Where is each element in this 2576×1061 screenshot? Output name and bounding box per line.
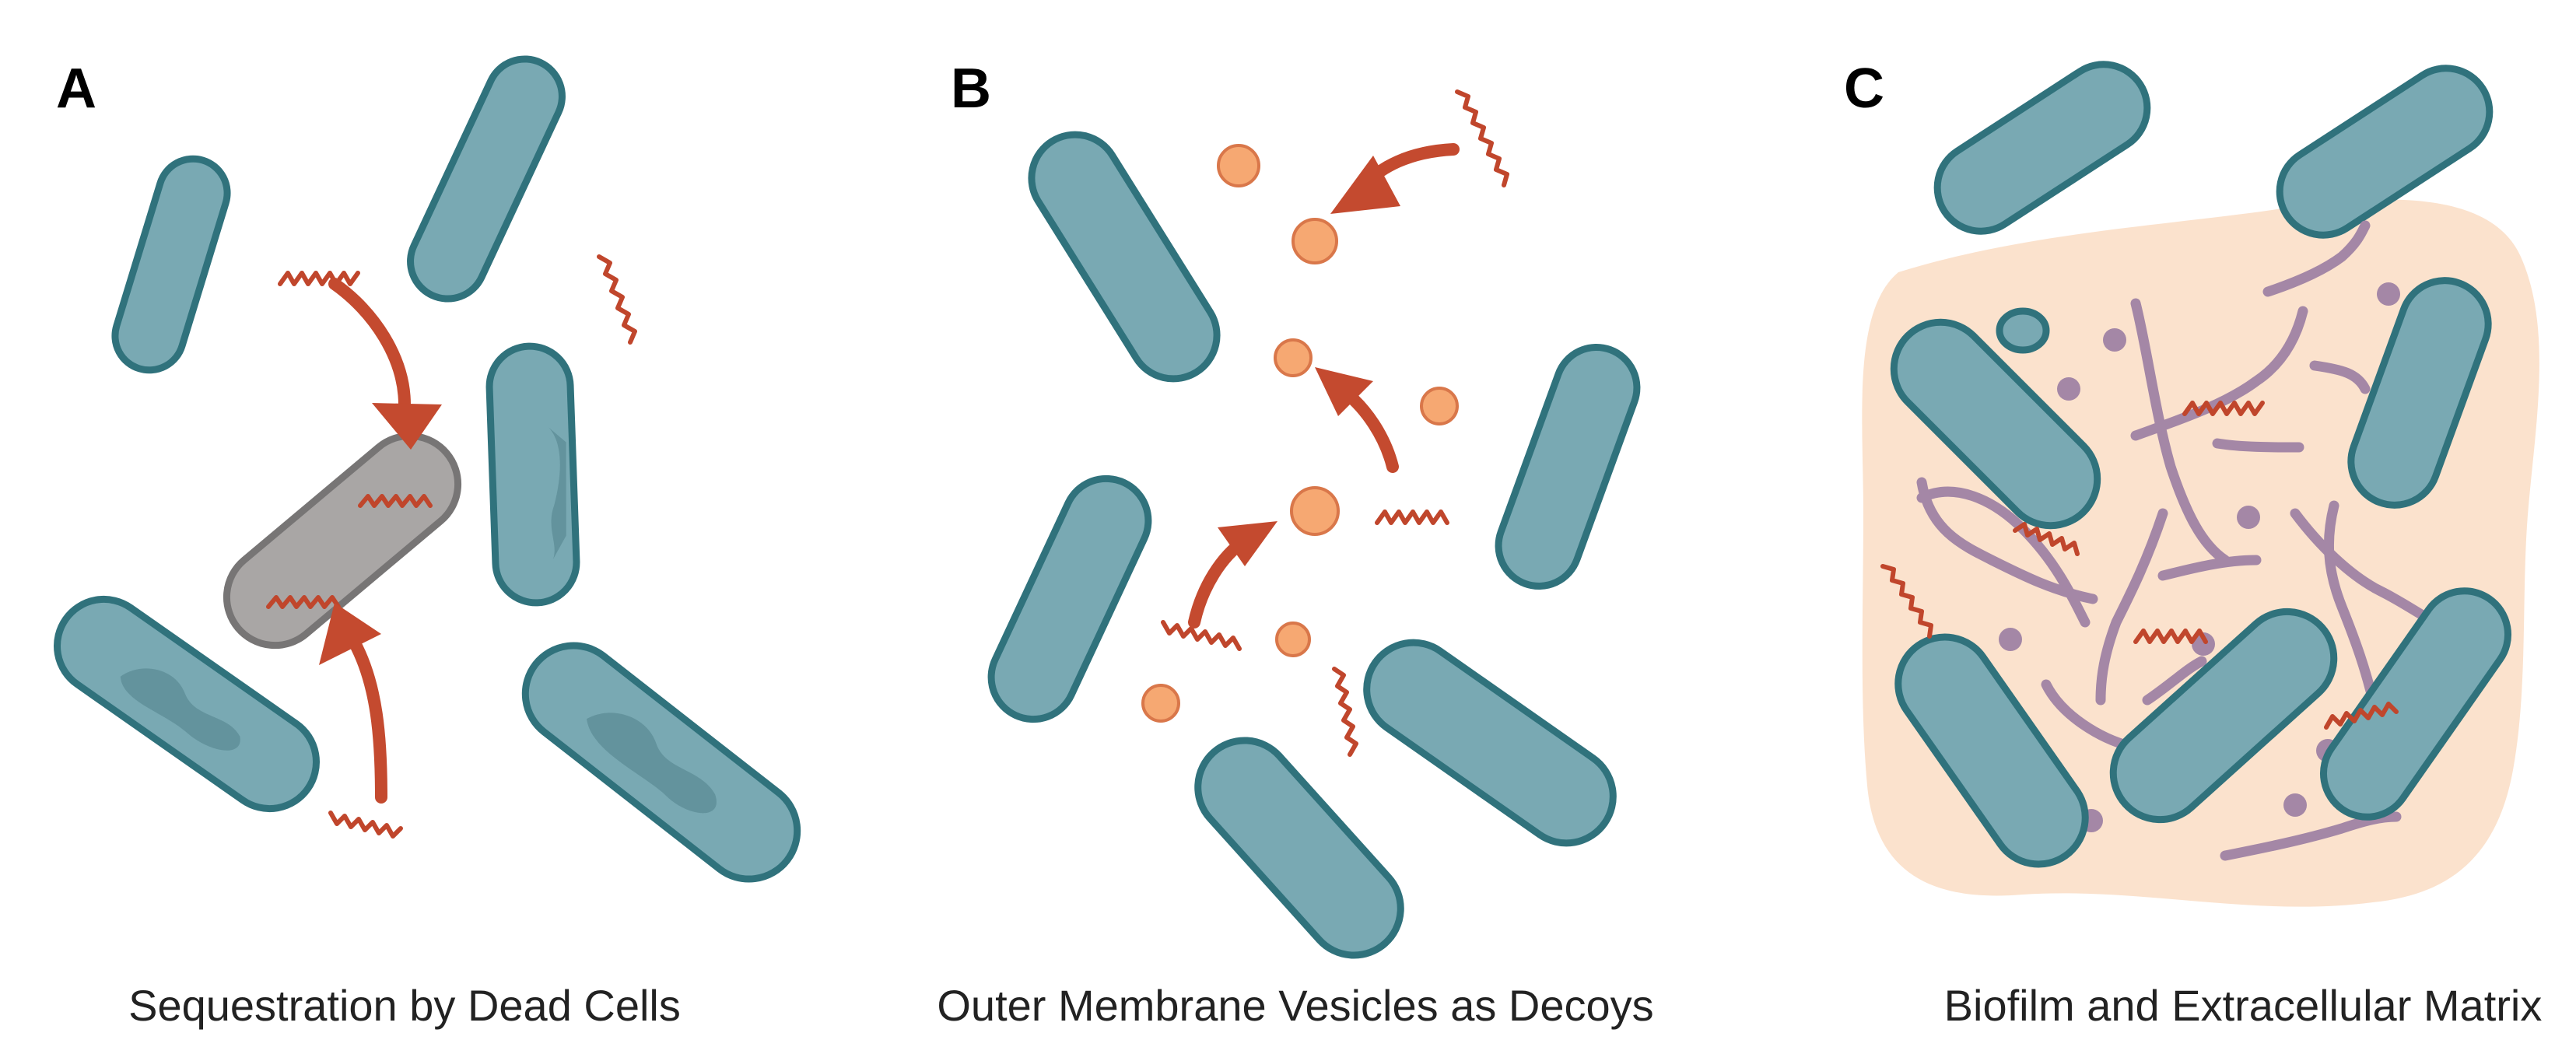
antibiotic-molecule [358,494,433,508]
arrow-head [1315,367,1373,416]
bacterium [111,155,231,374]
panel-a-letter: A [56,58,96,120]
arrow [328,278,411,411]
vesicle [1274,338,1313,377]
matrix-particle [2283,793,2307,817]
bacterium [1890,318,2101,530]
antibiotic-molecule [2182,401,2265,416]
matrix-particle [2192,632,2215,656]
bacterium [2276,65,2494,239]
panel-b: B Outer Membrane Vesicles as Decoys [937,58,1653,1030]
panel-c: C [1844,58,2543,1030]
arrow-head [319,603,381,665]
vesicle [1290,486,1340,536]
arrow [1340,387,1399,473]
matrix-fiber [2095,508,2168,706]
antibiotic-molecule [266,595,341,609]
bacterium [2319,587,2512,821]
antibiotic-molecule [2013,522,2080,556]
panel-a: A Sequestration by Dead Cells [54,55,801,1030]
bacterium [521,642,801,883]
matrix-fiber [1916,477,2098,604]
bacterium [1495,344,1641,590]
bacterium [2347,277,2492,509]
antibiotic-molecule [1880,564,1933,639]
bacterium [987,474,1152,723]
arrow-head [1218,521,1277,566]
matrix-particle [2103,328,2126,352]
bacterium [54,595,320,813]
panel-c-caption: Biofilm and Extracellular Matrix [1944,981,2543,1030]
bacterium [407,55,566,303]
matrix-fiber [2212,438,2304,453]
bacterium [2109,608,2338,824]
matrix-particle [2057,377,2080,401]
antibiotic-molecule [597,254,637,345]
antibiotic-molecule [1375,509,1449,525]
panel-a-caption: Sequestration by Dead Cells [128,981,681,1030]
arrow-head [1330,156,1400,214]
matrix-fiber [2262,220,2371,297]
antibiotic-molecule [1332,667,1358,757]
panel-c-letter: C [1844,58,1884,120]
bacterium [485,342,580,607]
antibiotic-molecule [2133,629,2208,644]
matrix-fiber [2290,508,2441,628]
matrix-fiber [2309,360,2371,394]
antibiotic-molecule [328,811,403,839]
matrix-fiber [2142,656,2207,706]
panel-b-caption: Outer Membrane Vesicles as Decoys [937,981,1653,1030]
arrow-head [372,403,442,450]
antibiotic-molecule [278,271,360,286]
panel-b-letter: B [951,58,991,120]
matrix-fiber [2323,500,2378,706]
matrix-particle [2237,506,2260,529]
antibiotic-molecule [1455,89,1509,187]
matrix-fiber [2130,306,2308,441]
matrix-fiber [2130,298,2231,566]
vesicle [1275,622,1311,657]
matrix-particle [2377,282,2400,306]
vesicle [1217,144,1260,187]
bacterium [1894,633,2089,868]
bacterium [1194,737,1404,959]
vesicle [1292,218,1338,264]
dead-cell [223,432,462,650]
antibiotic-molecule [1161,620,1242,651]
bacterium-small [1996,307,2050,354]
bacterium [1933,61,2151,235]
bacterium [1363,639,1617,847]
vesicle [1420,387,1459,425]
antibiotic-molecule [2324,702,2399,730]
arrow [348,636,387,804]
vesicle [1141,684,1180,723]
bacterium [1028,131,1221,383]
matrix-fiber [2157,555,2262,581]
matrix-particle [1999,628,2022,651]
